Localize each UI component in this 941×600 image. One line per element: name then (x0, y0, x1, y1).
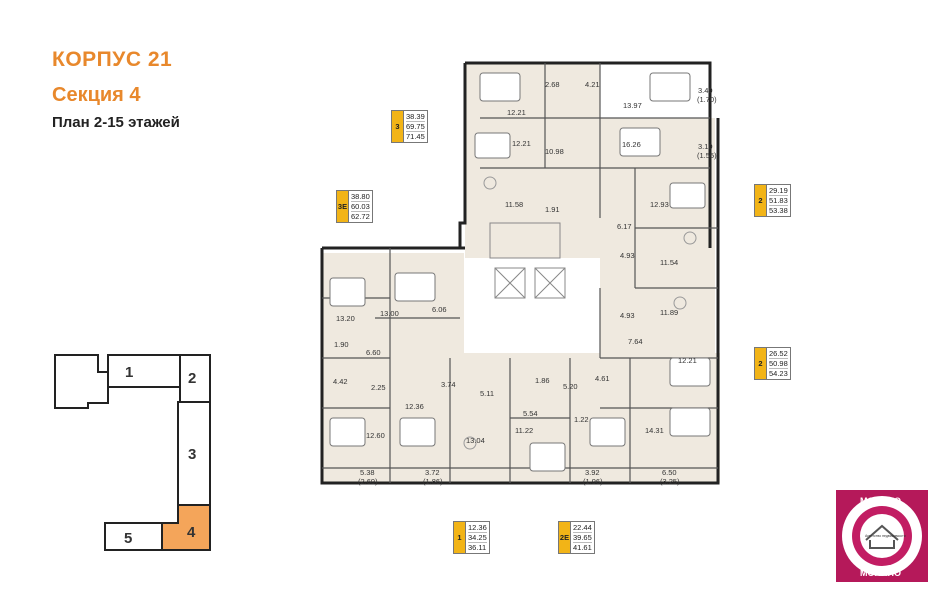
total-area-with-balcony: 62.72 (351, 212, 370, 221)
apartment-rooms: 3 (392, 111, 404, 142)
room-label: 4.42 (333, 377, 348, 386)
room-label: 11.54 (660, 258, 679, 267)
living-area: 22.44 (573, 523, 592, 533)
living-area: 12.36 (468, 523, 487, 533)
apartment-tag[interactable]: 3E 38.80 60.03 62.72 (336, 190, 373, 223)
logo-subtext: Агентство недвижимости (865, 534, 906, 538)
room-label: 2.68 (545, 80, 560, 89)
room-label: 12.21 (678, 356, 697, 365)
room-label: 3.74 (441, 380, 456, 389)
room-label: (1.70) (697, 95, 717, 104)
apartment-tag[interactable]: 2E 22.44 39.65 41.61 (558, 521, 595, 554)
room-label: 3.40 (698, 86, 713, 95)
total-area-with-balcony: 71.45 (406, 132, 425, 141)
apartment-tag[interactable]: 2 29.19 51.83 53.38 (754, 184, 791, 217)
section-4-label: 4 (187, 524, 196, 541)
building-title: КОРПУС 21 (52, 48, 173, 71)
total-area: 39.65 (573, 533, 592, 543)
agency-logo (836, 490, 928, 582)
apartment-rooms: 2 (755, 348, 767, 379)
apartment-rooms: 2E (559, 522, 571, 553)
apartment-rooms: 2 (755, 185, 767, 216)
total-area: 34.25 (468, 533, 487, 543)
apartment-tag[interactable]: 3 38.39 69.75 71.45 (391, 110, 428, 143)
total-area-with-balcony: 36.11 (468, 543, 487, 552)
section-5-label: 5 (124, 530, 133, 547)
living-area: 38.39 (406, 112, 425, 122)
floors-subtitle: План 2-15 этажей (52, 114, 180, 131)
logo-text-top: МОНИНО (860, 496, 901, 506)
room-label: 2.25 (371, 383, 386, 392)
room-label: 13.20 (336, 314, 355, 323)
logo-text-bottom: МОНИНО (860, 568, 901, 578)
room-label: 4.21 (585, 80, 600, 89)
section-3-label: 3 (188, 446, 197, 463)
section-title: Секция 4 (52, 84, 141, 106)
section-1-label: 1 (125, 364, 134, 381)
room-label: 1.22 (574, 415, 589, 424)
room-label: 13.04 (466, 436, 485, 445)
room-label: 13.97 (623, 101, 642, 110)
room-label: 5.38 (360, 468, 375, 477)
section-map-outline (54, 354, 211, 551)
room-label: 1.91 (545, 205, 560, 214)
room-label: 6.06 (432, 305, 447, 314)
total-area-with-balcony: 54.23 (769, 369, 788, 378)
apartment-tag[interactable]: 2 26.52 50.98 54.23 (754, 347, 791, 380)
total-area: 50.98 (769, 359, 788, 369)
room-label: 7.64 (628, 337, 643, 346)
room-label: 14.31 (645, 426, 664, 435)
room-label: (3.25) (660, 477, 680, 486)
apartment-rooms: 3E (337, 191, 349, 222)
room-label: (1.86) (423, 477, 443, 486)
room-label: 3.72 (425, 468, 440, 477)
room-label: (1.55) (697, 151, 717, 160)
living-area: 29.19 (769, 186, 788, 196)
floor-plan (320, 61, 720, 485)
room-label: 11.89 (660, 308, 679, 317)
room-label: 3.92 (585, 468, 600, 477)
total-area: 60.03 (351, 202, 370, 212)
room-label: 12.21 (507, 108, 526, 117)
room-label: 10.98 (545, 147, 564, 156)
room-label: 12.93 (650, 200, 669, 209)
apartment-tag[interactable]: 1 12.36 34.25 36.11 (453, 521, 490, 554)
room-label: 5.11 (480, 389, 495, 398)
total-area-with-balcony: 53.38 (769, 206, 788, 215)
room-label: 12.60 (366, 431, 385, 440)
room-label: 6.17 (617, 222, 632, 231)
total-area-with-balcony: 41.61 (573, 543, 592, 552)
total-area: 69.75 (406, 122, 425, 132)
room-label: 16.26 (622, 140, 641, 149)
room-label: 6.50 (662, 468, 677, 477)
room-label: 13.00 (380, 309, 399, 318)
room-label: 11.58 (505, 200, 524, 209)
room-label: 1.86 (535, 376, 550, 385)
room-label: 12.21 (512, 139, 531, 148)
room-label: (2.69) (358, 477, 378, 486)
room-label: 5.20 (563, 382, 578, 391)
room-label: 1.90 (334, 340, 349, 349)
room-label: 4.61 (595, 374, 610, 383)
room-label: 3.10 (698, 142, 713, 151)
living-area: 38.80 (351, 192, 370, 202)
living-area: 26.52 (769, 349, 788, 359)
section-2-label: 2 (188, 370, 197, 387)
total-area: 51.83 (769, 196, 788, 206)
room-label: 4.93 (620, 311, 635, 320)
room-label: 4.93 (620, 251, 635, 260)
room-label: 12.36 (405, 402, 424, 411)
room-label: 6.60 (366, 348, 381, 357)
room-label: (1.96) (583, 477, 603, 486)
apartment-rooms: 1 (454, 522, 466, 553)
room-label: 11.22 (515, 426, 534, 435)
room-label: 5.54 (523, 409, 538, 418)
